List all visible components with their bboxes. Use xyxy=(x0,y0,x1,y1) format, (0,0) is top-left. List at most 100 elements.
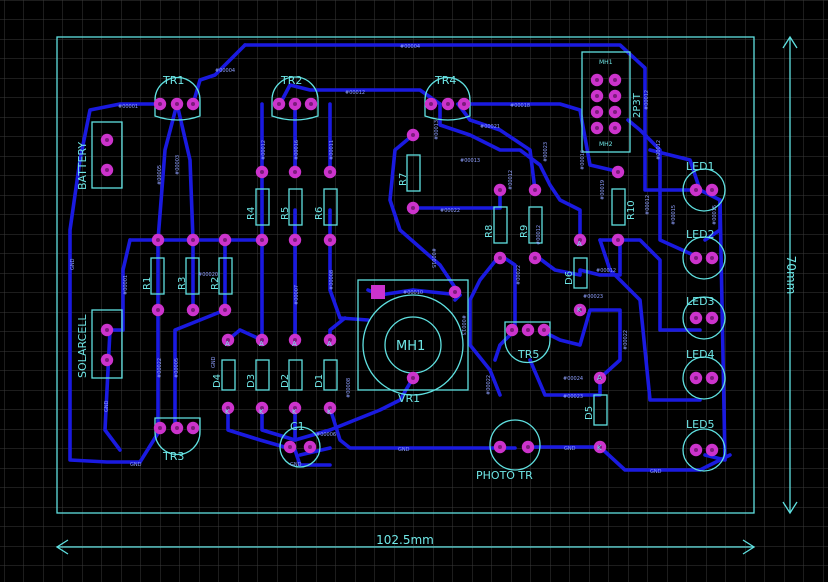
pad-hole xyxy=(260,170,264,174)
pad-hole xyxy=(710,188,714,192)
diode-anode-label: A xyxy=(259,340,264,348)
pad-hole xyxy=(578,308,582,312)
led2-label: LED2 xyxy=(686,228,715,241)
diode-cathode-label: K xyxy=(292,408,297,416)
pad-hole xyxy=(462,102,466,106)
pad-hole xyxy=(191,308,195,312)
net-label: GND xyxy=(211,356,217,368)
led2-outline xyxy=(682,236,726,280)
diode-anode-label: A xyxy=(597,374,602,382)
diode-anode-label: A xyxy=(577,240,582,248)
net-label: #00012 xyxy=(656,140,662,160)
diode-cathode-label: K xyxy=(225,408,230,416)
pad-hole xyxy=(542,328,546,332)
solarcell-connector-outline xyxy=(91,309,123,379)
net-label: #00020 xyxy=(198,272,218,278)
tr5-label: TR5 xyxy=(517,348,539,361)
pad-hole xyxy=(510,328,514,332)
pad-hole xyxy=(226,338,230,342)
r9-body xyxy=(528,206,543,244)
pad-hole xyxy=(158,102,162,106)
r4-body xyxy=(255,188,270,226)
d2-label: D2 xyxy=(280,374,291,388)
net-label: #00022 xyxy=(516,265,522,285)
net-label: #00016 xyxy=(294,140,300,160)
solarcell-label: SOLARCELL xyxy=(76,314,89,378)
net-label: #00003 xyxy=(175,155,181,175)
d6-body xyxy=(573,257,588,289)
pad-hole xyxy=(175,426,179,430)
net-label: #00012 xyxy=(644,90,650,110)
tr5-outline xyxy=(504,321,551,364)
net-label: #00013 xyxy=(434,120,440,140)
pad-hole xyxy=(411,206,415,210)
pads xyxy=(100,73,719,457)
pad-hole xyxy=(260,406,264,410)
net-label: #00001 xyxy=(118,104,138,110)
switch-mh1-label: MH1 xyxy=(599,59,613,66)
r4-label: R4 xyxy=(246,207,257,220)
d4-body xyxy=(221,359,236,391)
led3-outline xyxy=(682,296,726,340)
board-outline xyxy=(56,36,755,514)
net-label: GND xyxy=(650,469,662,475)
diode-cathode-label: K xyxy=(597,444,602,452)
r3-label: R3 xyxy=(177,277,188,290)
copper-traces xyxy=(68,43,732,472)
pad-hole xyxy=(694,316,698,320)
pad-hole xyxy=(328,338,332,342)
r5-label: R5 xyxy=(280,207,291,220)
led4-outline xyxy=(682,356,726,400)
pad-hole xyxy=(613,94,617,98)
pad-hole xyxy=(277,102,281,106)
d5-body xyxy=(593,394,608,426)
d1-body xyxy=(323,359,338,391)
diode-cathode-label: K xyxy=(259,408,264,416)
net-label: GND xyxy=(70,258,76,270)
tr3-outline xyxy=(154,417,201,456)
pad-hole xyxy=(498,445,502,449)
r2-label: R2 xyxy=(210,277,221,290)
vr1-square-pad xyxy=(371,285,385,299)
pad-hole xyxy=(710,316,714,320)
d2-body xyxy=(288,359,303,391)
diode-cathode-label: K xyxy=(327,408,332,416)
component-labels: TR1 TR2 TR4 TR3 TR5 BATTERY SOLARCELL R1… xyxy=(76,59,715,482)
led4-label: LED4 xyxy=(686,348,715,361)
pad-hole xyxy=(616,238,620,242)
led5-label: LED5 xyxy=(686,418,715,431)
pad-hole xyxy=(446,102,450,106)
tr2-outline xyxy=(271,76,319,121)
net-label: #00011 xyxy=(329,140,335,160)
pad-hole xyxy=(308,445,312,449)
tr3-label: TR3 xyxy=(162,450,184,463)
pad-hole xyxy=(175,102,179,106)
net-label: #00022 xyxy=(157,358,163,378)
pad-hole xyxy=(613,110,617,114)
pad-hole xyxy=(595,110,599,114)
net-label: #00024 xyxy=(563,376,583,382)
silkscreen xyxy=(91,51,726,472)
pad-hole xyxy=(156,308,160,312)
pad-hole xyxy=(498,256,502,260)
net-label: #00022 xyxy=(486,375,492,395)
pad-hole xyxy=(710,448,714,452)
pad-hole xyxy=(191,238,195,242)
net-label: GND xyxy=(130,462,142,468)
net-label: #00008 xyxy=(346,378,352,398)
battery-connector-outline xyxy=(91,121,123,189)
pad-hole xyxy=(226,406,230,410)
net-label: #00016 xyxy=(580,150,586,170)
net-label: #00018 xyxy=(510,103,530,109)
net-label: #00012 xyxy=(536,225,542,245)
vr1-outline xyxy=(357,279,469,391)
net-label: #00005 xyxy=(157,165,163,185)
pad-hole xyxy=(595,94,599,98)
pad-hole xyxy=(223,238,227,242)
net-label: #00004 xyxy=(400,44,420,50)
pad-hole xyxy=(191,426,195,430)
pad-hole xyxy=(526,445,530,449)
diode-anode-label: A xyxy=(327,340,332,348)
net-label: #00015 xyxy=(712,205,718,225)
pad-hole xyxy=(429,102,433,106)
